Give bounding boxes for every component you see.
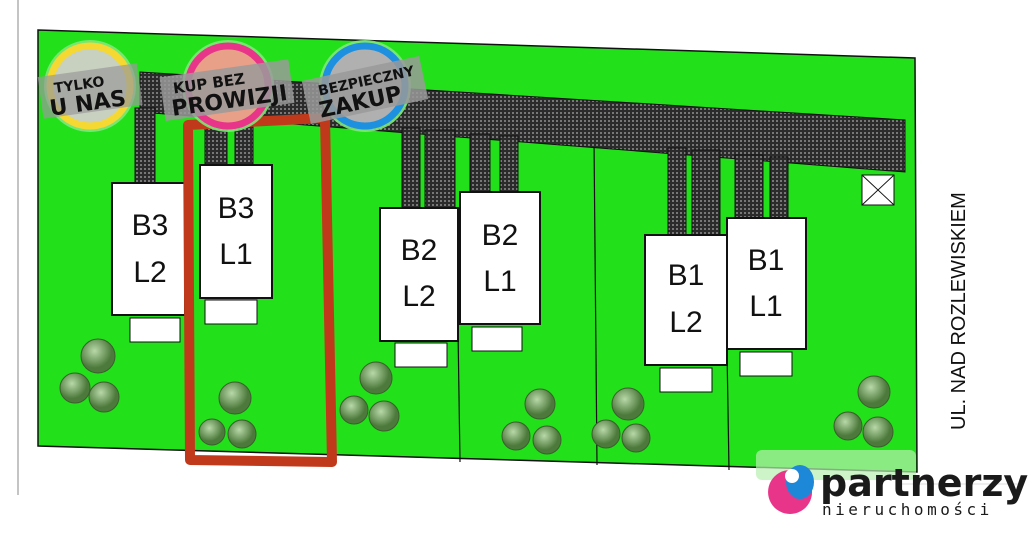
house-b3-l1[interactable]: B3 L1 — [199, 164, 273, 325]
house-b1-l2[interactable]: B1 L2 — [644, 234, 728, 393]
badge-kup-bez-prowizji: KUP BEZ PROWIZJI — [159, 40, 295, 132]
house-b2-l1[interactable]: B2 L1 — [459, 191, 541, 352]
house-label: B2 — [401, 234, 438, 267]
house-label: L2 — [133, 256, 166, 289]
partnerzy-logo: partnerzy nieruchomości — [756, 450, 1028, 519]
house-label: B3 — [132, 209, 169, 242]
highlighted-plot-outline[interactable] — [183, 113, 337, 467]
house-label: L2 — [402, 280, 435, 313]
house-b1-l1[interactable]: B1 L1 — [726, 217, 807, 377]
house-label: B2 — [482, 219, 519, 252]
plot-dividers — [457, 139, 730, 471]
badge-tylko-u-nas: TYLKO U NAS — [37, 40, 143, 132]
house-label: B1 — [748, 244, 785, 277]
logo-name: partnerzy — [820, 461, 1028, 505]
house-label: B1 — [668, 259, 705, 292]
house-b3-l2[interactable]: B3 L2 — [111, 182, 186, 343]
house-label: L1 — [749, 290, 782, 323]
badge-bezpieczny-zakup: BEZPIECZNY ZAKUP — [301, 40, 429, 132]
trees — [59, 338, 894, 455]
house-label: B3 — [218, 192, 255, 225]
house-label: L1 — [219, 238, 252, 271]
street-label: UL. NAD ROZLEWISKIEM — [948, 192, 970, 430]
svg-text:TYLKO: TYLKO — [53, 74, 106, 97]
house-label: L2 — [669, 306, 702, 339]
house-label: L1 — [483, 265, 516, 298]
utility-box-icon — [861, 174, 895, 206]
logo-tagline: nieruchomości — [822, 500, 993, 519]
house-b2-l2[interactable]: B2 L2 — [379, 207, 459, 368]
